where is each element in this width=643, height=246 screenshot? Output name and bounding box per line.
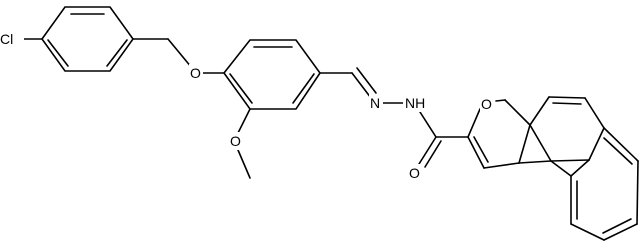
atom-o-ether: O: [190, 65, 201, 81]
atom-n-imine: N: [370, 95, 380, 111]
bond-lines: [23, 6, 639, 241]
atom-o-furan: O: [481, 96, 492, 112]
atom-o-carbonyl: O: [409, 165, 420, 181]
atom-cl: Cl: [0, 31, 13, 47]
atom-nh-amide: NH: [405, 95, 425, 111]
atom-labels: Cl O O N NH O O: [0, 30, 494, 182]
atom-o-methoxy: O: [230, 133, 241, 149]
